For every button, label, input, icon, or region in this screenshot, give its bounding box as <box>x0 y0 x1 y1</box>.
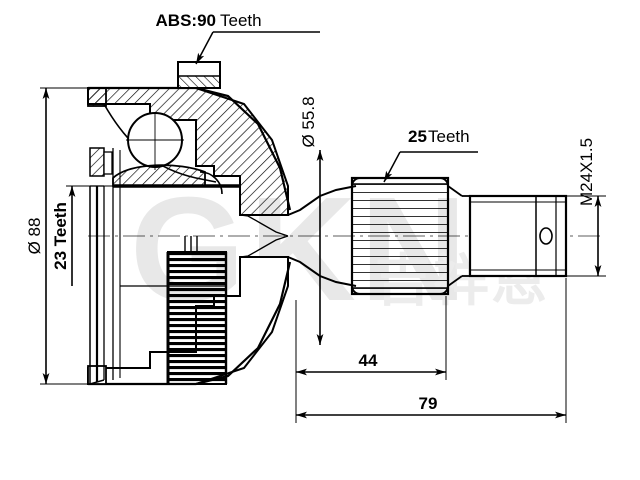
seal-retainer-lower <box>89 185 121 385</box>
label-spline-suffix: Teeth <box>428 127 470 146</box>
threaded-end <box>468 194 568 278</box>
ball-center-cross <box>126 112 184 170</box>
neck-inner-lower <box>239 235 289 258</box>
outer-race-upper-wall <box>87 87 289 216</box>
label-abs-teeth-count: ABS:90 <box>156 11 216 30</box>
inner-race-cage <box>112 164 206 187</box>
label-spline-diameter: Ø 55.8 <box>299 96 318 147</box>
splined-shaft <box>350 176 450 296</box>
leader-spline-arrow <box>383 151 401 183</box>
cv-joint-body <box>87 61 568 386</box>
label-spline-count: 25 <box>408 127 427 146</box>
seal-retainer-upper <box>89 147 121 236</box>
flange-block-upper <box>87 87 107 107</box>
label-length-long: 79 <box>419 394 438 413</box>
abs-ring-block <box>177 61 221 89</box>
neck-inner-upper <box>239 214 289 237</box>
label-abs-teeth-suffix: Teeth <box>220 11 262 30</box>
dimension-lines <box>40 31 606 423</box>
label-inner-spline-teeth: 23 Teeth <box>51 202 70 270</box>
abs-tone-ring <box>166 251 228 385</box>
label-length-short: 44 <box>359 351 378 370</box>
tone-ring-stub-lines <box>184 236 198 254</box>
cross-hole <box>539 227 553 245</box>
leader-abs-arrow <box>195 31 214 65</box>
ball-bearing-partial <box>199 171 223 195</box>
label-outer-diameter: Ø 88 <box>25 218 44 255</box>
shaft-shoulder <box>447 185 470 287</box>
dimension-labels: ABS:90 Teeth 25 Teeth Ø 88 23 Teeth Ø 55… <box>25 11 596 413</box>
label-thread-spec: M24X1.5 <box>577 138 596 206</box>
